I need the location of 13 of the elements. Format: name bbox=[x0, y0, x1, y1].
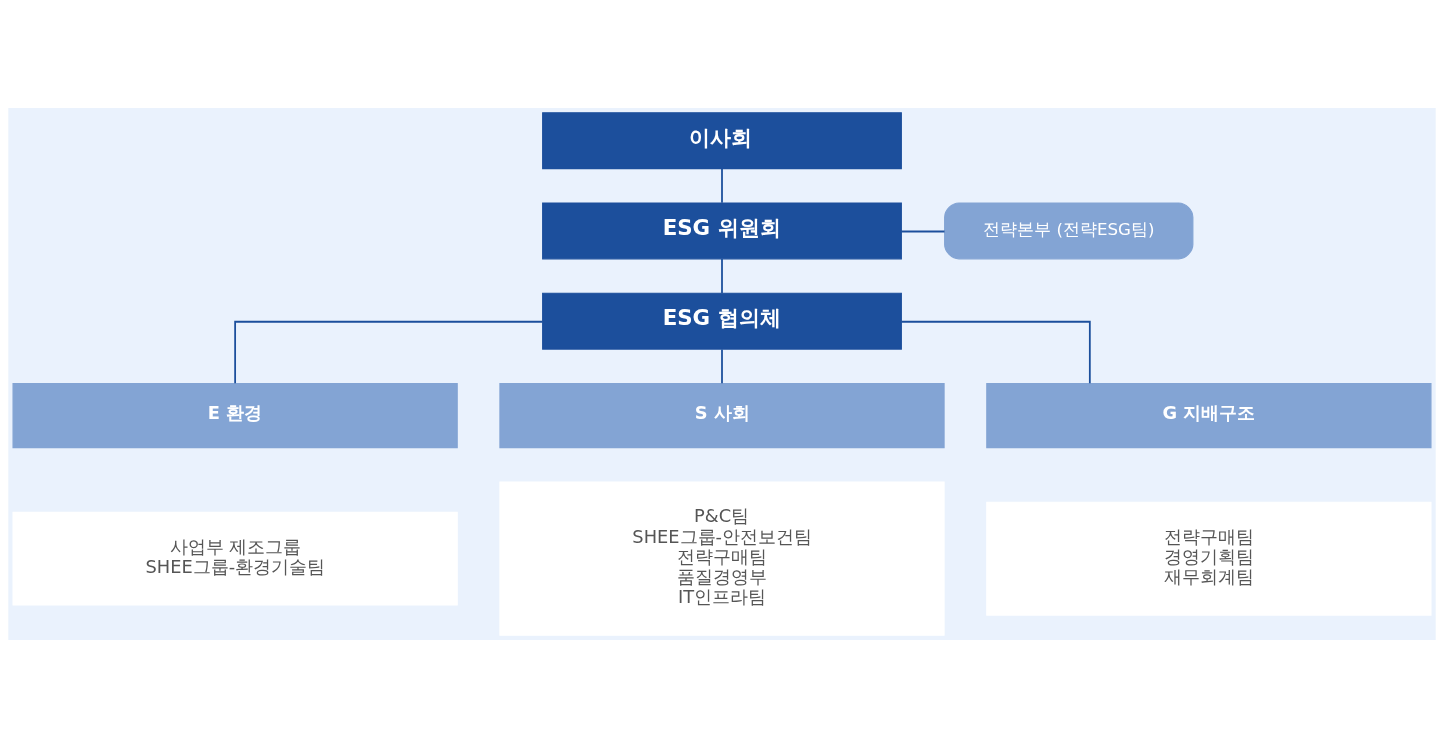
connector bbox=[900, 230, 946, 233]
node-box: ESG 위원회 bbox=[542, 202, 902, 260]
connector bbox=[234, 320, 544, 385]
connector bbox=[721, 258, 723, 294]
node-box: ESG 협의체 bbox=[542, 292, 902, 350]
node-box: G 지배구조 bbox=[986, 382, 1432, 449]
connector bbox=[900, 320, 1091, 385]
connector bbox=[721, 167, 723, 204]
node-box: E 환경 bbox=[12, 382, 458, 449]
node-box: 이사회 bbox=[542, 112, 902, 170]
node-box: S 사회 bbox=[499, 382, 945, 449]
connector bbox=[721, 348, 723, 385]
node-box: 전략본부 (전략ESG팀) bbox=[944, 202, 1194, 260]
